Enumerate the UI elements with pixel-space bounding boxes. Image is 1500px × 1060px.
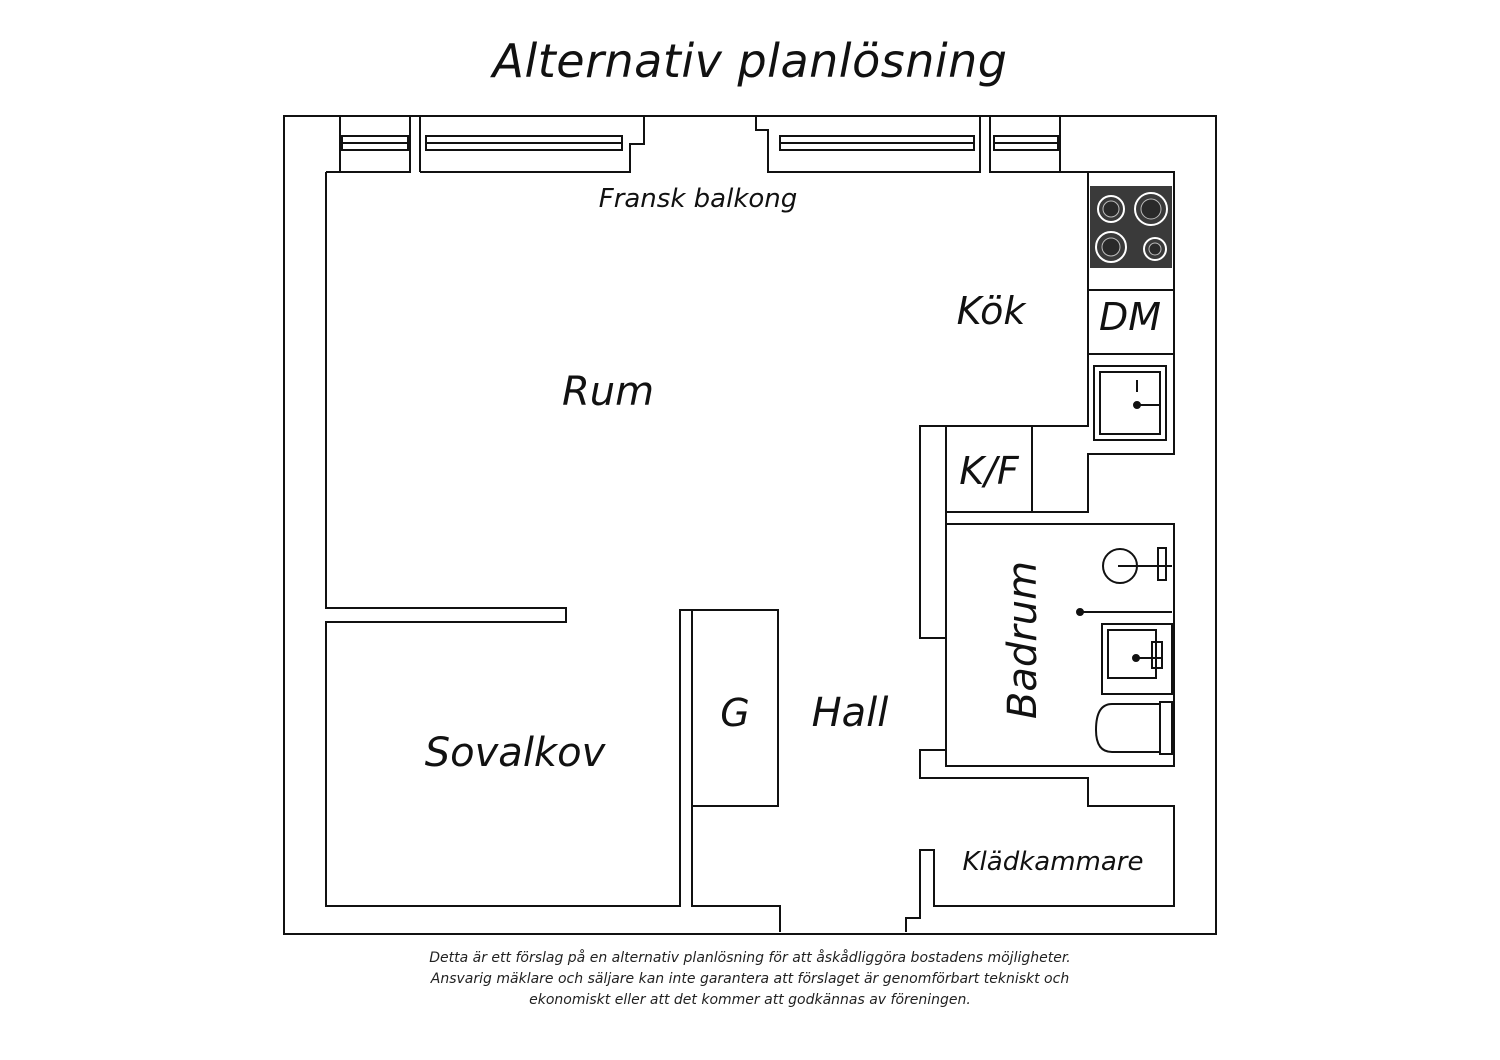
stove-icon — [1090, 186, 1172, 268]
shower-icon — [1076, 547, 1172, 616]
fridge-freezer-label: K/F — [959, 449, 1020, 493]
bathroom-label: Badrum — [1000, 561, 1046, 719]
wardrobe-box — [691, 609, 779, 807]
disclaimer-line: ekonomiskt eller att det kommer att godk… — [529, 992, 971, 1008]
wall-north-west — [326, 116, 411, 173]
window-left-small — [341, 135, 409, 151]
disclaimer-line: Detta är ett förslag på en alternativ pl… — [429, 950, 1071, 966]
bathroom-fixtures — [1076, 547, 1173, 755]
wall-north-mid — [420, 116, 645, 173]
kitchen-label: Kök — [957, 289, 1028, 333]
hall-label: Hall — [812, 690, 889, 736]
living-room-label: Rum — [562, 369, 654, 415]
walk-in-closet-label: Klädkammare — [963, 847, 1144, 877]
wall-west — [325, 172, 781, 932]
window-left-large — [425, 135, 623, 151]
bedroom-alcove-label: Sovalkov — [425, 730, 607, 776]
window-right-large — [779, 135, 975, 151]
kitchen-sink-icon — [1093, 365, 1167, 441]
wall-north-east — [755, 116, 981, 173]
walls — [283, 115, 1217, 935]
toilet-icon — [1094, 701, 1173, 755]
page-title: Alternativ planlösning — [492, 34, 1008, 88]
window-right-small — [993, 135, 1059, 151]
disclaimer: Detta är ett förslag på en alternativ pl… — [0, 948, 1500, 1011]
wardrobe-label: G — [720, 691, 749, 735]
washbasin-icon — [1101, 623, 1173, 695]
bathroom-walls — [905, 523, 1175, 932]
disclaimer-line: Ansvarig mäklare och säljare kan inte ga… — [430, 971, 1070, 987]
outer-frame — [283, 115, 1217, 935]
balcony-label: Fransk balkong — [599, 184, 798, 214]
dishwasher-label: DM — [1099, 295, 1161, 339]
